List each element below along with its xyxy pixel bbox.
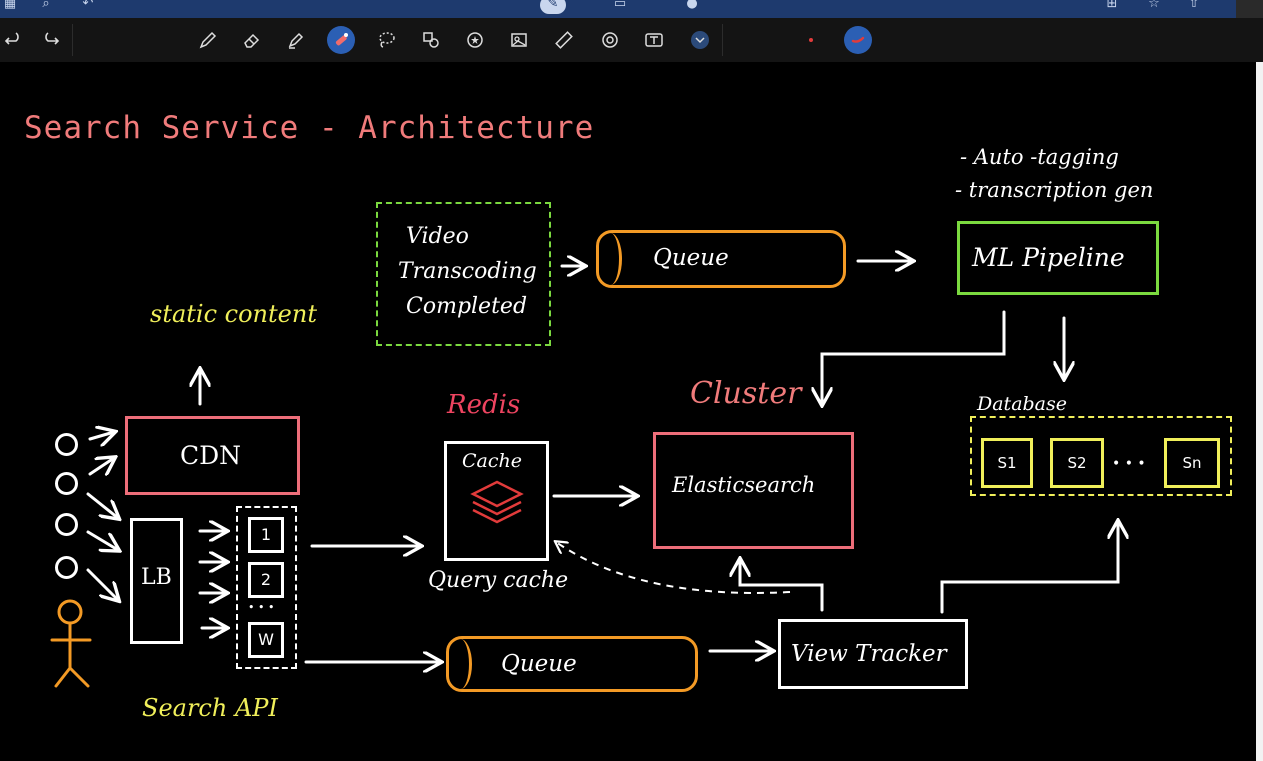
ml-note-auto-tagging: - Auto -tagging — [960, 145, 1119, 169]
highlighter-tool[interactable] — [282, 26, 310, 54]
back-arrow-icon[interactable]: ↶ — [82, 0, 94, 11]
marker-tool-icon — [335, 33, 348, 46]
shard-s1: S1 — [981, 438, 1033, 488]
cluster-label: Cluster — [690, 376, 802, 411]
event-box-video-transcoding: Video Transcoding Completed — [376, 202, 551, 346]
sticker-tool[interactable] — [461, 26, 489, 54]
queue-top: Queue — [596, 230, 846, 288]
redis-label: Redis — [447, 390, 521, 420]
toolbar-divider — [722, 24, 723, 56]
undo-icon — [4, 32, 19, 45]
cdn-box: CDN — [125, 416, 300, 495]
pen-mode-icon[interactable]: ✎ — [540, 0, 566, 14]
grid-icon[interactable]: ▦ — [3, 0, 17, 11]
app-top-bar: ▦ ⌕ ↶ ✎ ▭ ● ⊞ ☆ ⇧ — [0, 0, 1263, 32]
cache-label: Cache — [462, 450, 522, 472]
shapes-icon — [423, 32, 439, 48]
color-small-red[interactable] — [797, 26, 825, 54]
view-tracker-label: View Tracker — [791, 641, 947, 667]
add-page-icon[interactable]: ⊞ — [1106, 0, 1118, 11]
worker-dots: • • • — [248, 601, 275, 614]
red-color-swatch — [851, 36, 865, 43]
search-api-label: Search API — [142, 694, 278, 722]
queue-bottom: Queue — [446, 636, 698, 692]
shapes-tool[interactable] — [417, 26, 445, 54]
static-content-label: static content — [150, 300, 317, 328]
text-box-icon — [645, 33, 663, 47]
magnifier-tool[interactable] — [596, 26, 624, 54]
ml-note-transcription: - transcription gen — [955, 178, 1154, 202]
user-client-3 — [55, 513, 78, 536]
user-client-2 — [55, 472, 78, 495]
note-canvas[interactable] — [0, 62, 1256, 761]
text-box-tool[interactable] — [640, 26, 668, 54]
highlighter-icon — [288, 32, 304, 49]
pen-tool[interactable] — [194, 26, 222, 54]
event-line-2: Transcoding — [398, 259, 537, 284]
image-tool[interactable] — [505, 26, 533, 54]
user-client-4 — [55, 556, 78, 579]
worker-2: 2 — [248, 562, 284, 598]
cdn-label: CDN — [180, 441, 242, 470]
shard-dots: • • • — [1112, 456, 1146, 472]
canvas-scroll-edge[interactable] — [1256, 62, 1263, 761]
ml-pipeline-box: ML Pipeline — [957, 221, 1159, 295]
database-box: S1 S2 • • • Sn — [970, 416, 1232, 496]
redo-button[interactable] — [36, 26, 64, 54]
sticker-icon — [467, 32, 483, 48]
search-icon[interactable]: ⌕ — [42, 0, 50, 11]
shard-sn: Sn — [1164, 438, 1220, 488]
lasso-tool[interactable] — [372, 26, 400, 54]
shard-s2: S2 — [1050, 438, 1104, 488]
page-title: Search Service - Architecture — [24, 110, 595, 146]
ruler-tool[interactable] — [550, 26, 578, 54]
redo-icon — [45, 32, 60, 45]
share-icon[interactable]: ⇧ — [1188, 0, 1200, 11]
microphone-icon[interactable]: ● — [686, 0, 698, 11]
queue-cap — [449, 639, 472, 689]
marker-tool[interactable] — [327, 26, 355, 54]
elasticsearch-box: Elasticsearch — [653, 432, 854, 549]
bookmark-icon[interactable]: ☆ — [1148, 0, 1160, 11]
database-label: Database — [977, 393, 1068, 415]
magnifier-icon — [602, 32, 618, 48]
expand-icon — [691, 31, 709, 49]
undo-button[interactable] — [0, 26, 28, 54]
view-tracker-box: View Tracker — [778, 619, 968, 689]
drawing-toolbar — [0, 18, 1263, 63]
query-cache-label: Query cache — [428, 568, 569, 593]
user-client-1 — [55, 433, 78, 456]
expand-button[interactable] — [686, 26, 714, 54]
load-balancer-box: LB — [130, 518, 183, 644]
document-icon[interactable]: ▭ — [613, 0, 627, 11]
worker-1: 1 — [248, 517, 284, 553]
queue-top-label: Queue — [653, 245, 729, 271]
lasso-icon — [379, 32, 395, 48]
queue-cap — [599, 233, 622, 285]
lb-label: LB — [141, 565, 172, 590]
color-swatch-red[interactable] — [844, 26, 872, 54]
search-api-cluster: 1 2 • • • W — [236, 506, 297, 669]
image-icon — [511, 33, 527, 47]
cache-box: Cache — [444, 441, 549, 561]
pen-icon — [199, 31, 217, 49]
event-line-1: Video — [406, 224, 469, 249]
ruler-icon — [555, 31, 573, 49]
red-dot-color — [809, 38, 813, 42]
elasticsearch-label: Elasticsearch — [672, 473, 816, 497]
eraser-tool[interactable] — [238, 26, 266, 54]
redis-logo-icon — [470, 480, 524, 524]
eraser-icon — [244, 33, 260, 48]
toolbar-divider — [72, 24, 73, 56]
worker-w: W — [248, 622, 284, 658]
event-line-3: Completed — [406, 294, 528, 319]
queue-bottom-label: Queue — [501, 651, 577, 677]
ml-pipeline-label: ML Pipeline — [972, 243, 1125, 272]
